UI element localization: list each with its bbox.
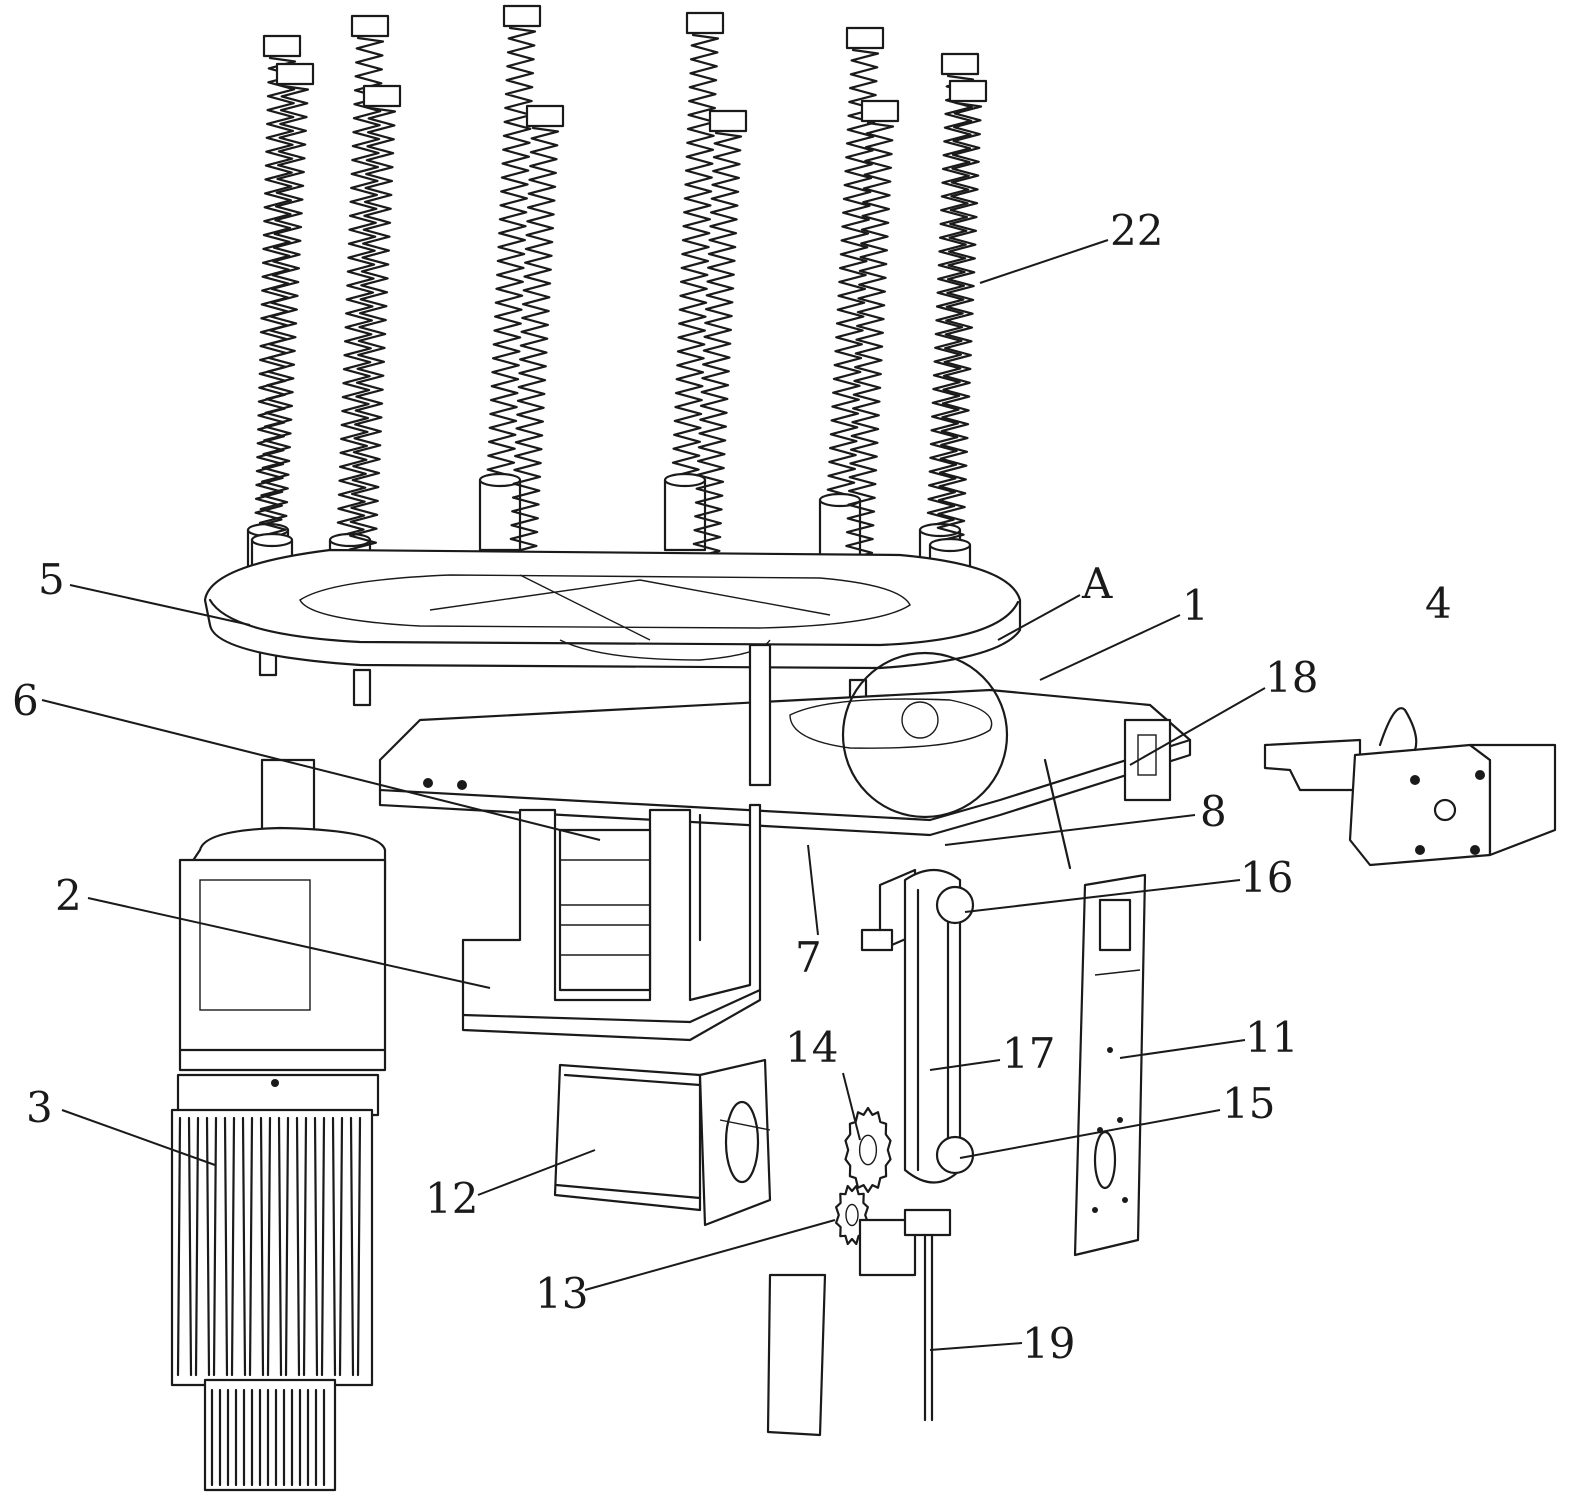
callout-3: 3: [26, 1083, 53, 1132]
callout-13: 13: [535, 1269, 588, 1318]
callout-22: 22: [1110, 206, 1163, 255]
callout-7: 7: [795, 933, 822, 982]
callout-4: 4: [1425, 579, 1452, 628]
spacer-block: [768, 1275, 825, 1435]
upper-gear: [846, 1108, 891, 1192]
callout-11: 11: [1245, 1013, 1298, 1062]
motor-tail-fins: [212, 1390, 324, 1485]
callout-6: 6: [12, 676, 39, 725]
callout-19: 19: [1022, 1319, 1075, 1368]
callout-12: 12: [425, 1174, 478, 1223]
callout-5: 5: [38, 555, 65, 604]
stepper-motor: [555, 1060, 770, 1225]
drive-motor: [172, 760, 385, 1490]
base-plate: [380, 645, 1190, 868]
callout-16: 16: [1240, 853, 1293, 902]
callout-18: 18: [1265, 653, 1318, 702]
callout-1: 1: [1182, 581, 1209, 630]
callout-14: 14: [785, 1023, 838, 1072]
callout-8: 8: [1200, 787, 1227, 836]
callout-A: A: [1081, 559, 1113, 608]
callout-17: 17: [1002, 1029, 1055, 1078]
mounting-plate: [1075, 875, 1145, 1255]
spring-column: [665, 13, 723, 625]
callout-15: 15: [1222, 1079, 1275, 1128]
turntable-plate: [205, 550, 1020, 668]
callout-2: 2: [55, 871, 82, 920]
gear-train: [836, 1108, 915, 1275]
gripper-assembly: [1265, 708, 1555, 865]
support-frame: [463, 805, 760, 1040]
